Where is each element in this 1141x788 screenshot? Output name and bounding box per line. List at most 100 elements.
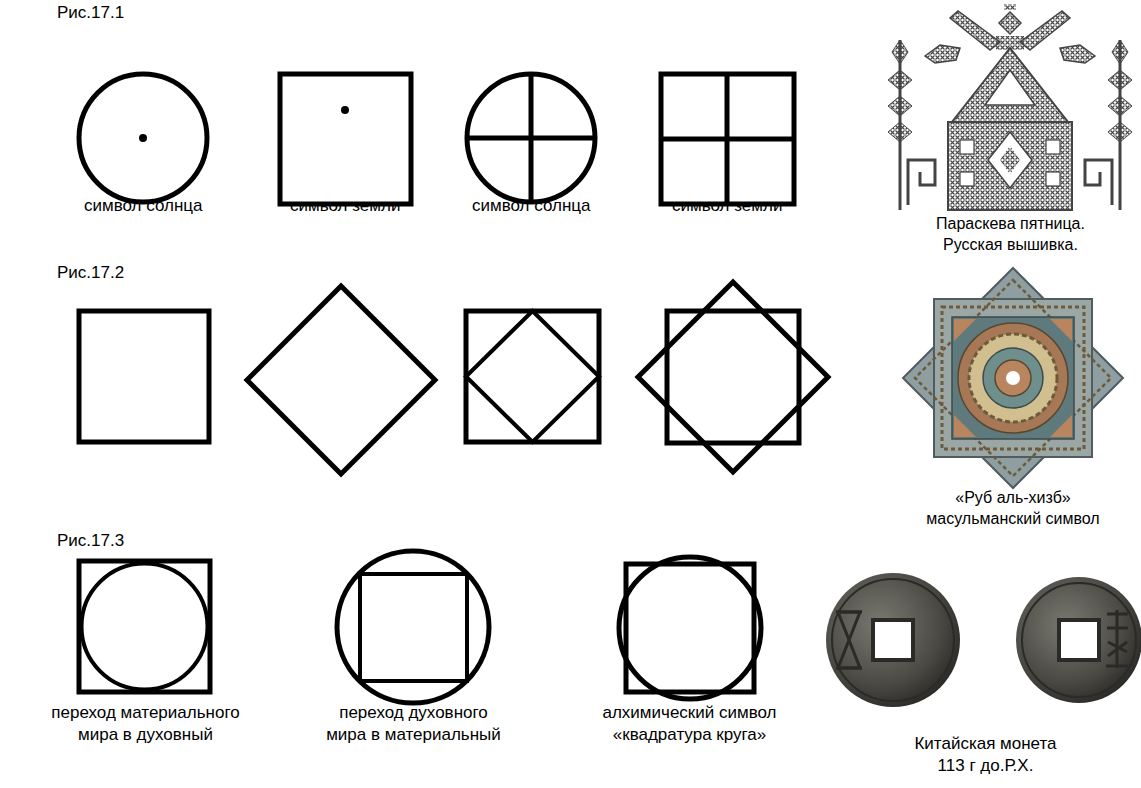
- chinese-coin: [1116, 610, 1119, 668]
- earth-symbol-cross: [661, 74, 794, 204]
- square: [79, 311, 209, 442]
- rub-el-hizb: [958, 323, 1068, 433]
- earth-symbol-dot: [280, 74, 411, 204]
- embroidery: [988, 132, 1032, 188]
- rub-el-hizb: [1050, 415, 1072, 437]
- chinese-coin: [826, 573, 960, 707]
- embroidery: [888, 122, 912, 142]
- embroidery: [1046, 140, 1060, 154]
- rub-el-hizb: [983, 348, 1043, 408]
- caption: символ солнца: [472, 195, 591, 217]
- square-with-diamond: [466, 311, 599, 442]
- rub-el-hizb: [903, 268, 1123, 488]
- embroidery: [892, 40, 908, 64]
- diamond: [247, 286, 435, 474]
- square-with-circle: [79, 561, 210, 692]
- rub-el-hizb: [952, 317, 1074, 439]
- embroidery: [1000, 146, 1020, 174]
- embroidery: [1112, 40, 1128, 64]
- earth-symbol-dot: [341, 106, 349, 114]
- embroidery: [908, 160, 935, 205]
- rub-el-hizb: [942, 307, 1084, 449]
- square-with-circle: [82, 564, 208, 690]
- chinese-coin: [836, 667, 862, 670]
- rub-el-hizb: [954, 415, 976, 437]
- earth-symbol-cross: [661, 74, 794, 204]
- embroidery: [888, 70, 912, 90]
- squaring-the-circle: [626, 564, 754, 692]
- embroidery: [888, 40, 1132, 142]
- caption: символ солнца: [84, 195, 203, 217]
- rub-el-hizb: [903, 268, 1123, 488]
- embroidery: [908, 160, 1112, 205]
- embroidery: [960, 140, 974, 154]
- sun-symbol-dot: [79, 74, 207, 202]
- diamond: [247, 286, 435, 474]
- sun-symbol-cross: [467, 74, 595, 202]
- rub-el-hizb: [995, 360, 1031, 396]
- square-with-circle: [79, 561, 210, 692]
- chinese-coin: [1106, 665, 1128, 668]
- circle-with-square: [360, 574, 467, 681]
- chinese-coin: [1107, 627, 1128, 630]
- sun-symbol-cross: [467, 74, 595, 202]
- embroidery: [1060, 45, 1095, 63]
- embroidery: [1085, 160, 1112, 205]
- chinese-coin: [1059, 620, 1099, 660]
- embroidery: [1108, 70, 1132, 90]
- circle-with-square: [337, 551, 489, 703]
- sun-symbol-dot: [79, 74, 207, 202]
- rub-el-hizb: [1006, 371, 1020, 385]
- figure-label: Рис.17.3: [57, 530, 124, 552]
- embroidery: [960, 172, 974, 186]
- embroidery: [1020, 11, 1070, 50]
- embroidery: [1108, 122, 1132, 142]
- chinese-coin: [1022, 583, 1136, 697]
- embroidery: [1004, 4, 1016, 10]
- caption: Китайская монета 113 г до.Р.Х.: [913, 733, 1058, 777]
- earth-symbol-dot: [280, 74, 411, 204]
- caption: переход духовного мира в материальный: [325, 702, 502, 746]
- chinese-coin: [1106, 610, 1128, 668]
- chinese-coin: [1016, 577, 1141, 703]
- sun-symbol-cross: [529, 74, 534, 202]
- chinese-coin: [838, 612, 860, 668]
- rub-el-hizb: [915, 280, 1111, 476]
- rub-el-hizb: [934, 299, 1092, 457]
- square-with-diamond: [466, 311, 599, 442]
- square: [79, 311, 209, 442]
- embroidery: [1046, 172, 1060, 186]
- circle-with-square: [337, 551, 489, 703]
- embroidery: [950, 11, 1000, 50]
- caption: переход материального мира в духовный: [50, 702, 241, 746]
- octagram: [638, 282, 828, 472]
- embroidery: [948, 122, 1072, 210]
- chinese-coin: [1016, 577, 1141, 703]
- octagram: [638, 282, 828, 472]
- embroidery: [888, 96, 912, 116]
- embroidery: [999, 12, 1021, 34]
- caption: «Руб аль-хизб» масульманский символ: [925, 488, 1101, 530]
- embroidery: [952, 48, 1068, 122]
- chinese-coin: [826, 573, 960, 707]
- caption: Параскева пятница. Русская вышивка.: [935, 214, 1086, 256]
- embroidery: [1108, 96, 1132, 116]
- earth-symbol-cross: [661, 137, 794, 142]
- chinese-coin: [1108, 642, 1127, 656]
- squaring-the-circle: [619, 557, 761, 699]
- embroidery: [985, 70, 1035, 105]
- rub-el-hizb: [969, 334, 1057, 422]
- embroidery: [888, 4, 1132, 210]
- embroidery: [925, 45, 960, 63]
- figure-label: Рис.17.2: [57, 262, 124, 284]
- sun-symbol-dot: [139, 134, 147, 142]
- chinese-coin: [832, 579, 954, 701]
- squaring-the-circle: [619, 557, 761, 699]
- square-with-diamond: [466, 311, 599, 442]
- caption: алхимический символ «квадратура круга»: [601, 702, 778, 746]
- caption: символ земли: [672, 195, 782, 217]
- caption: символ земли: [290, 195, 400, 217]
- chinese-coin: [873, 620, 913, 660]
- chinese-coin: [836, 611, 862, 614]
